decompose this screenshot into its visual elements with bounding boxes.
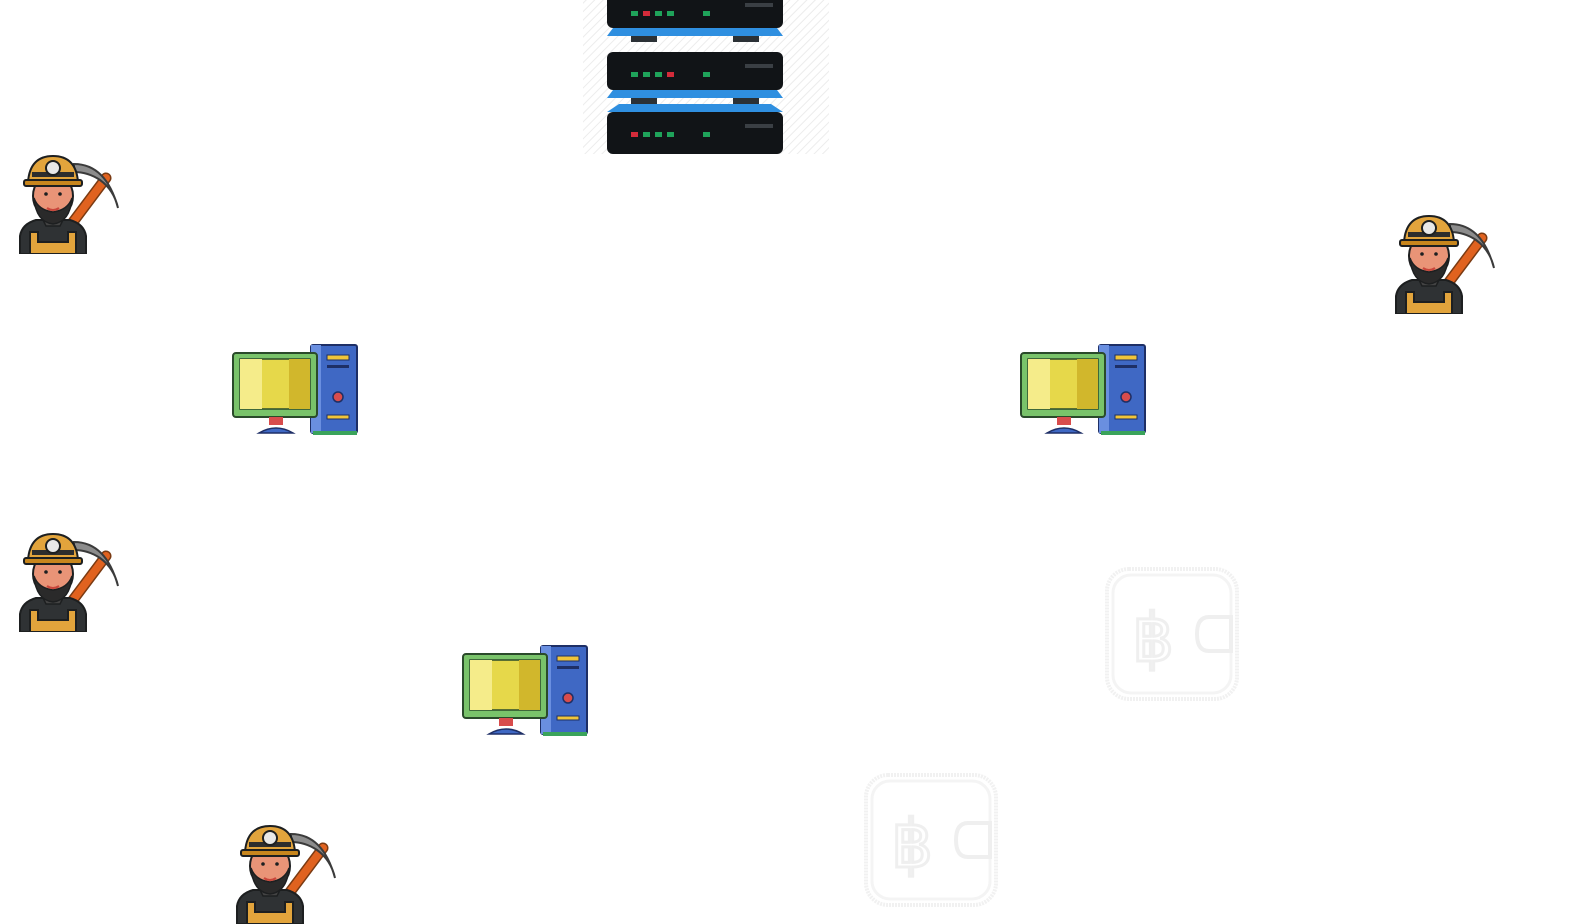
desktop-computer-icon — [1019, 343, 1147, 437]
miner-icon — [231, 820, 337, 924]
miner-icon — [1390, 210, 1496, 314]
desktop-computer-icon — [461, 644, 589, 738]
server-rack-icon — [583, 0, 829, 154]
desktop-computer-icon — [231, 343, 359, 437]
miner-icon — [14, 150, 120, 254]
bitcoin-wallet-icon — [1101, 563, 1243, 705]
miner-icon — [14, 528, 120, 632]
bitcoin-wallet-icon — [860, 769, 1002, 911]
